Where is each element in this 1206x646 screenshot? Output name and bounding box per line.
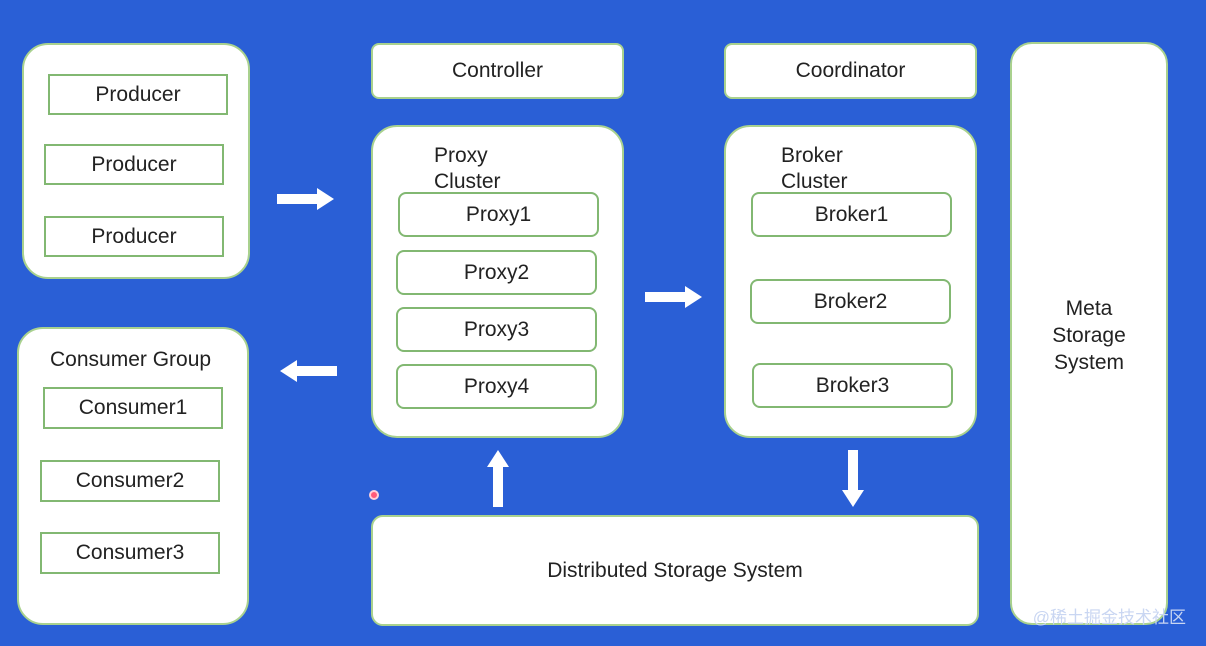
producer-box-3[interactable]: Producer <box>44 216 224 257</box>
proxy-box-1[interactable]: Proxy1 <box>398 192 599 237</box>
arrow-left-proxy-to-consumers <box>280 360 337 382</box>
proxy-box-3[interactable]: Proxy3 <box>396 307 597 352</box>
arrow-up-storage-to-proxy <box>487 450 509 507</box>
producers-panel: Producer Producer Producer <box>22 43 250 279</box>
arrow-down-broker-to-storage <box>842 450 864 507</box>
cursor-dot-icon <box>369 490 379 500</box>
proxy-box-4[interactable]: Proxy4 <box>396 364 597 409</box>
producer-box-2[interactable]: Producer <box>44 144 224 185</box>
consumer-box-1[interactable]: Consumer1 <box>43 387 223 429</box>
consumer-box-2[interactable]: Consumer2 <box>40 460 220 502</box>
watermark: @稀土掘金技术社区 <box>1032 608 1186 627</box>
broker-box-1[interactable]: Broker1 <box>751 192 952 237</box>
consumer-box-3[interactable]: Consumer3 <box>40 532 220 574</box>
broker-box-2[interactable]: Broker2 <box>750 279 951 324</box>
broker-box-3[interactable]: Broker3 <box>752 363 953 408</box>
meta-storage-label: Meta Storage System <box>1052 297 1126 374</box>
broker-cluster-title-line1: Broker <box>781 144 843 167</box>
broker-cluster-title-line2: Cluster <box>781 170 848 193</box>
consumer-group-title: Consumer Group <box>50 348 212 371</box>
producer-box-1[interactable]: Producer <box>48 74 228 115</box>
arrow-right-proxy-to-broker <box>645 286 702 308</box>
proxy-box-2[interactable]: Proxy2 <box>396 250 597 295</box>
proxy-cluster-panel: Proxy Cluster Proxy1 Proxy2 Proxy3 Proxy… <box>371 125 624 438</box>
coordinator-box[interactable]: Coordinator <box>724 43 977 99</box>
proxy-cluster-title-line2: Cluster <box>434 170 501 193</box>
broker-cluster-panel: Broker Cluster Broker1 Broker2 Broker3 <box>724 125 977 438</box>
controller-box[interactable]: Controller <box>371 43 624 99</box>
arrow-right-producers-to-proxy <box>277 188 334 210</box>
consumer-group-panel: Consumer Group Consumer1 Consumer2 Consu… <box>17 327 249 625</box>
distributed-storage-box[interactable]: Distributed Storage System <box>371 515 979 626</box>
meta-storage-panel[interactable]: Meta Storage System <box>1010 42 1168 625</box>
proxy-cluster-title-line1: Proxy <box>434 144 488 167</box>
